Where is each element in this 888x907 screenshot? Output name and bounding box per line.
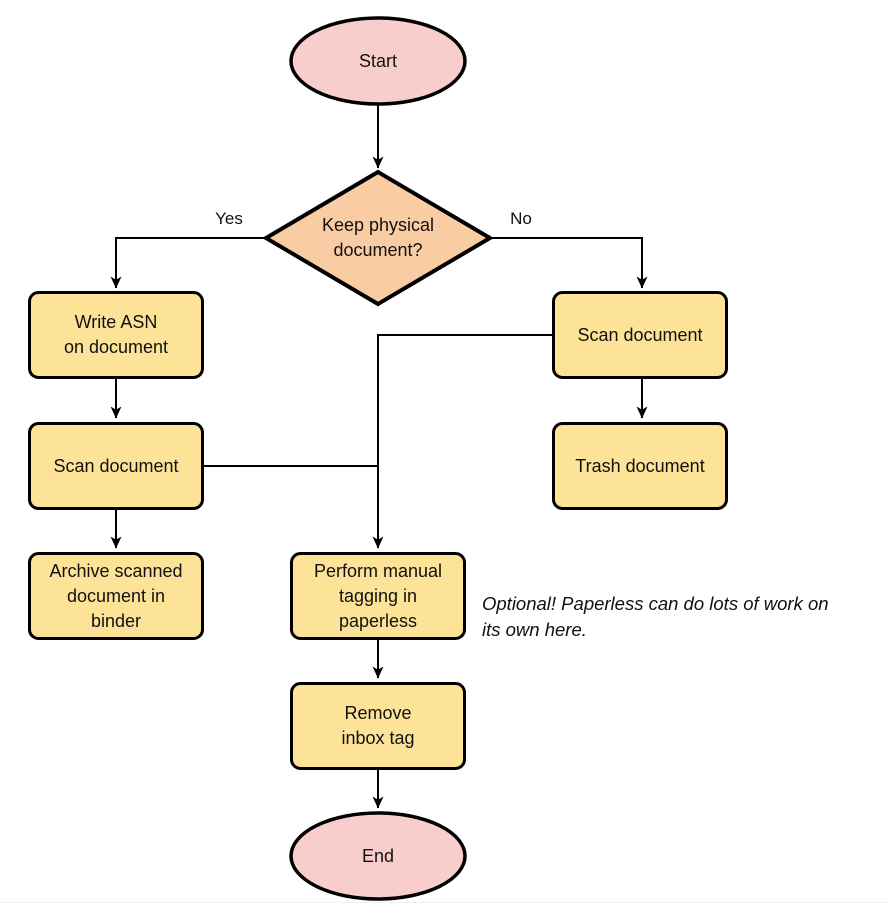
decision-diamond-shape [262, 169, 494, 307]
scan-left-process-shape [28, 422, 204, 510]
optional-annotation-text: Optional! Paperless can do lots of work … [482, 593, 829, 640]
write-asn-process-shape [28, 291, 204, 379]
page-bottom-divider [0, 902, 888, 903]
trash-process-shape [552, 422, 728, 510]
edge-decision-no-to-scan-right [490, 237, 648, 289]
edge-scan-right-to-tagging [372, 334, 552, 549]
scan-right-process-shape [552, 291, 728, 379]
edge-decision-yes-to-write-asn [110, 237, 266, 289]
remove-inbox-process-shape [290, 682, 466, 770]
archive-process-shape [28, 552, 204, 640]
tagging-process-shape [290, 552, 466, 640]
end-terminal-shape [289, 811, 467, 901]
start-terminal-shape [289, 16, 467, 106]
